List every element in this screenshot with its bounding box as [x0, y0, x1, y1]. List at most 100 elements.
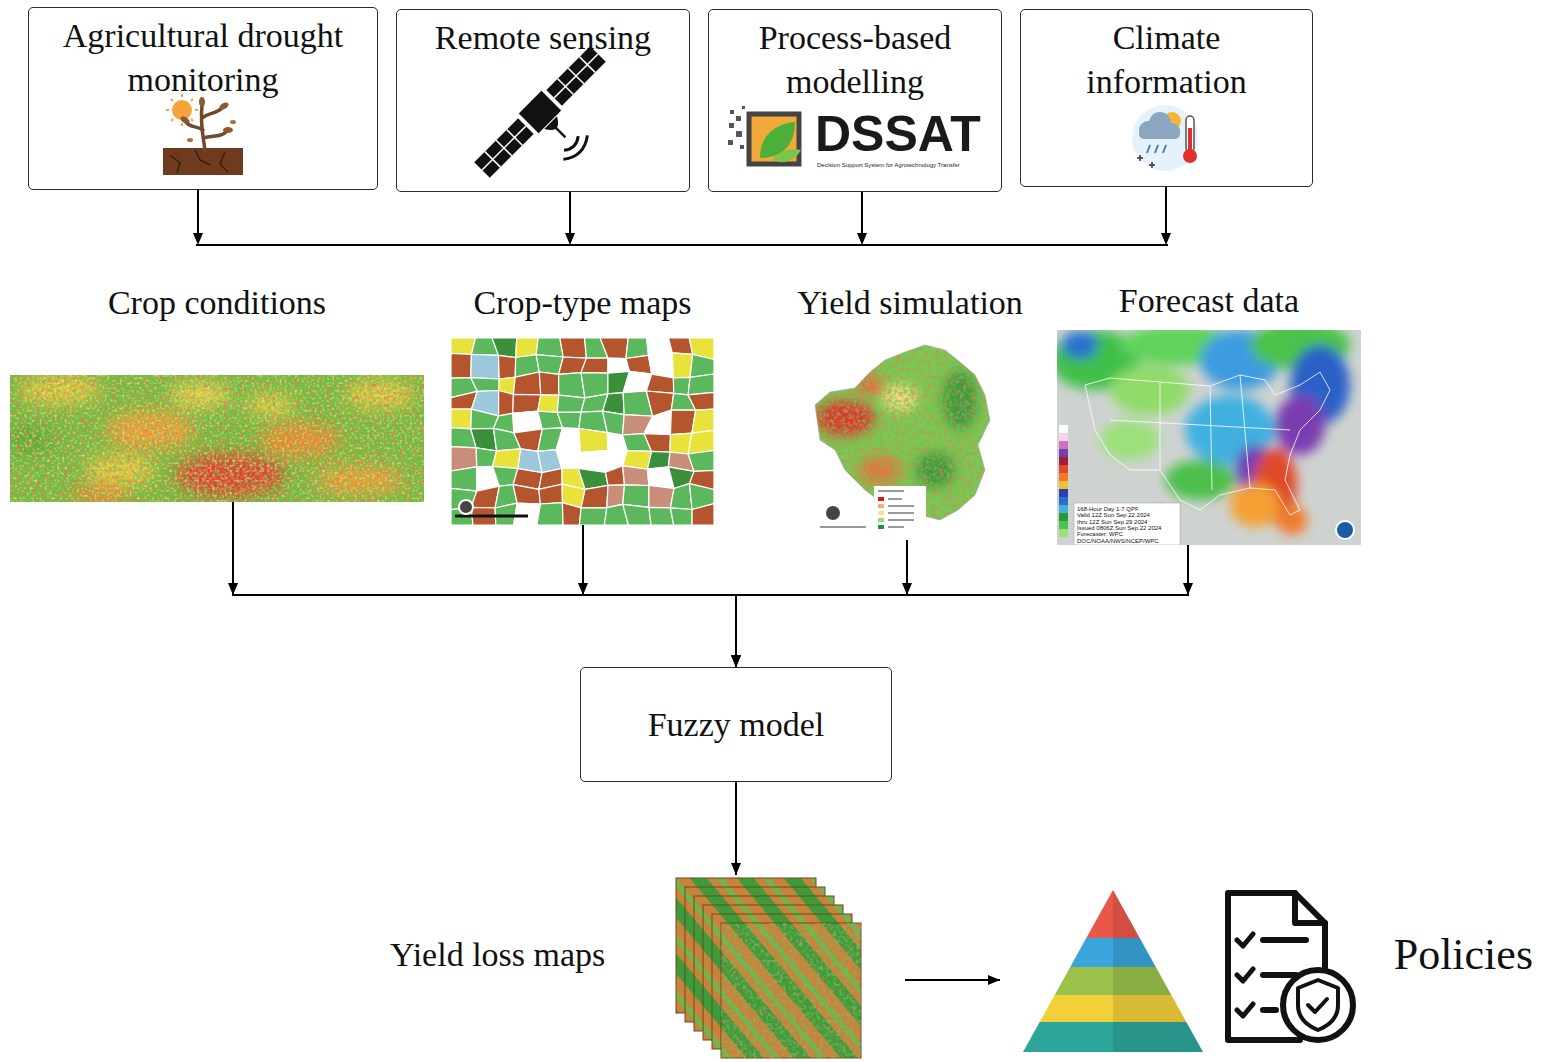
merge-bus — [196, 244, 1168, 246]
crop-type-map — [451, 338, 714, 525]
weather-icon — [1137, 155, 1155, 168]
policy-document-icon — [1237, 934, 1253, 1016]
drought-icon — [191, 99, 193, 101]
yield-loss-map-stack — [721, 923, 861, 1058]
crop-parcel — [692, 504, 714, 525]
logo-tagline-holder: Decision Support System for Agrotechnolo… — [817, 162, 999, 169]
drought-icon — [195, 109, 198, 111]
crop-parcel — [600, 338, 628, 359]
crop-parcel — [581, 485, 608, 508]
crop-parcel — [688, 451, 714, 472]
dssat-logo — [736, 116, 741, 121]
dssat-logo — [740, 145, 744, 149]
yield-simulation-map — [888, 505, 914, 507]
drought-icon — [181, 123, 183, 126]
bus-arrowhead — [857, 233, 867, 245]
crop-parcel — [646, 374, 673, 393]
map-caption-holder: DOC/NOAA/NWS/NCEP/WPC — [1077, 538, 1179, 544]
crop-condition-map — [10, 375, 424, 502]
forecast-map — [1059, 465, 1068, 473]
yield-loss-map-stack — [676, 878, 861, 1058]
yield-simulation-map — [878, 504, 884, 508]
box-title: Remote sensing — [397, 10, 689, 60]
crop-parcel — [562, 503, 581, 525]
arrowhead — [731, 863, 741, 875]
drought-icon — [199, 97, 205, 107]
product-title: Yield simulation — [780, 283, 1040, 323]
merge-bus — [569, 192, 571, 236]
forecast-map — [1062, 331, 1098, 359]
crop-parcel — [649, 486, 674, 508]
crop-parcel — [648, 451, 670, 469]
crop-parcel — [556, 450, 580, 469]
map-caption-holder: 168-Hour Day 1-7 QPF — [1077, 506, 1179, 512]
forecast-map — [1336, 521, 1354, 539]
forecast-map — [1275, 395, 1325, 455]
crop-parcel — [623, 466, 649, 486]
drought-icon — [171, 119, 173, 121]
crop-parcel — [670, 508, 692, 525]
policy-document-icon — [1228, 893, 1353, 1040]
forecast-map — [1059, 425, 1068, 433]
weather-icon — [1132, 105, 1198, 171]
connector — [905, 975, 1000, 985]
policy-pyramid — [1023, 890, 1203, 1052]
weather-icon — [1132, 105, 1198, 171]
crop-parcel — [514, 503, 541, 525]
crop-parcel — [539, 372, 559, 395]
yield-simulation-map — [878, 518, 884, 522]
forecast-map — [1059, 481, 1068, 489]
logo-tagline: Decision Support System for Agrotechnolo… — [817, 162, 999, 169]
map-caption: DOC/NOAA/NWS/NCEP/WPC — [1077, 538, 1179, 544]
crop-parcel — [603, 411, 625, 435]
crop-parcel — [471, 354, 499, 379]
policy-output: Policies — [1000, 885, 1537, 1055]
crop-condition-map — [10, 375, 424, 502]
connector-line — [736, 545, 1188, 667]
crop-parcel — [623, 504, 651, 525]
bus-arrowhead — [193, 233, 203, 245]
yield-simulation-map — [825, 505, 841, 521]
yield-simulation-map — [812, 338, 995, 540]
crop-parcel — [451, 467, 477, 491]
drought-icon — [166, 109, 169, 111]
satellite-icon — [474, 46, 606, 178]
crop-condition-map — [10, 375, 424, 502]
crop-parcel — [672, 353, 692, 378]
product-title: Crop-type maps — [440, 283, 725, 323]
arrowhead — [731, 655, 741, 667]
crop-parcel — [560, 338, 587, 358]
crop-parcel — [557, 395, 585, 412]
forecast-map — [1059, 441, 1068, 449]
crop-parcel — [606, 466, 625, 486]
drought-icon — [163, 148, 243, 175]
forecast-map — [1110, 365, 1190, 415]
dssat-logo — [730, 110, 734, 114]
data-product: Forecast data — [1057, 281, 1361, 545]
weather-icon — [1139, 112, 1180, 139]
map-caption: Forecaster: WPC — [1077, 531, 1179, 537]
drought-icon — [186, 105, 226, 150]
source-box: Agricultural drought monitoring — [28, 7, 378, 190]
crop-parcel — [492, 338, 517, 358]
map-caption: Issued 0806Z Sun Sep 22 2024 — [1077, 525, 1179, 531]
yield-simulation-map — [874, 486, 926, 534]
crop-parcel — [471, 486, 499, 508]
yield-simulation-map — [878, 490, 914, 528]
dssat-logo — [772, 149, 801, 162]
drought-icon — [171, 99, 173, 101]
yield-simulation-map — [888, 519, 914, 521]
drought-icon — [179, 115, 191, 125]
dssat-logo — [728, 106, 745, 149]
drought-icon — [170, 150, 228, 173]
merge-bus — [196, 187, 1168, 245]
yield-simulation-map — [812, 338, 995, 540]
satellite-icon — [474, 118, 533, 177]
output-label: Yield loss maps — [390, 935, 660, 975]
crop-parcel — [644, 410, 671, 435]
dssat-logo — [736, 131, 742, 137]
box-title: Process-based modelling — [709, 10, 1001, 104]
satellite-icon — [482, 126, 526, 170]
yield-simulation-map — [888, 498, 902, 500]
drought-icon — [218, 101, 230, 111]
